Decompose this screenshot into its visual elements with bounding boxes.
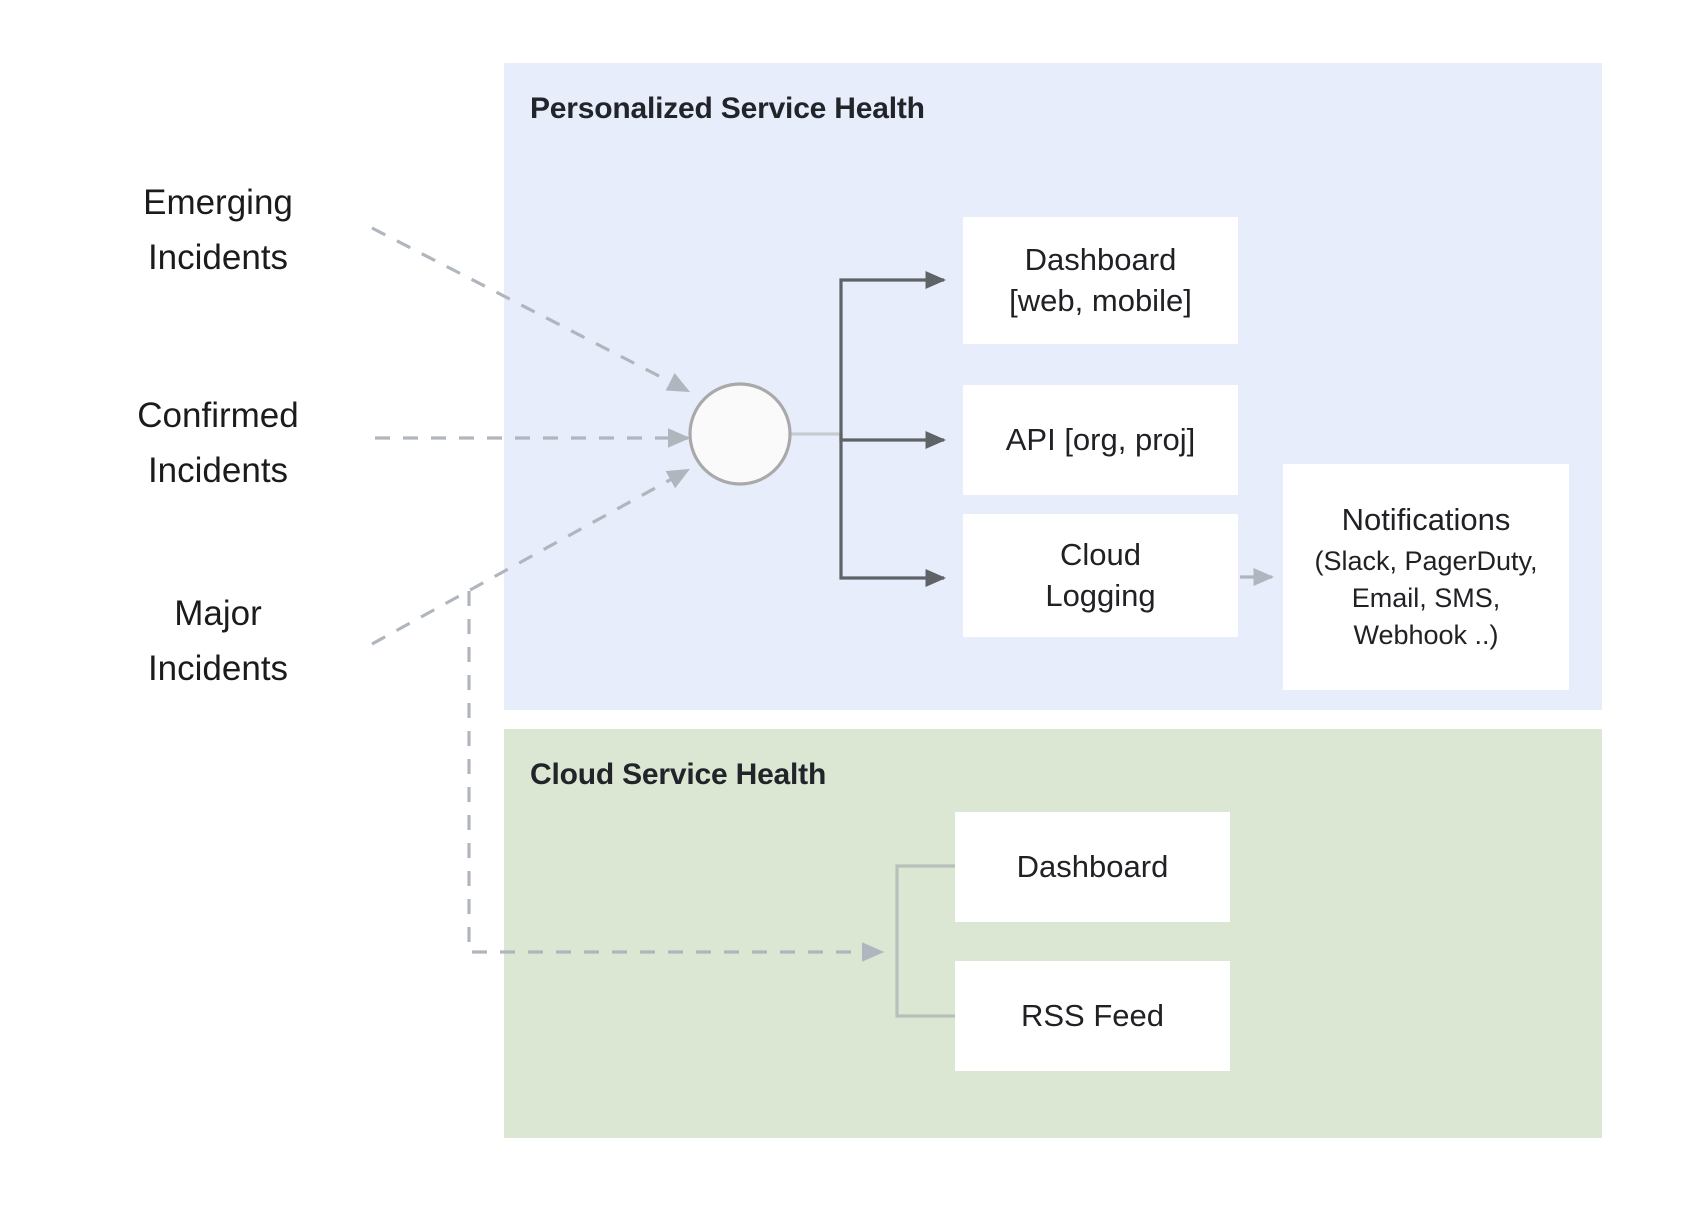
box-rss-feed[interactable]: RSS Feed [955, 961, 1230, 1071]
box-dashboard-web-mobile[interactable]: Dashboard [web, mobile] [963, 217, 1238, 344]
panel-title-personalized-service-health: Personalized Service Health [530, 92, 925, 125]
box-notifications[interactable]: Notifications (Slack, PagerDuty, Email, … [1283, 464, 1569, 690]
input-label-emerging-incidents: Emerging Incidents [143, 183, 293, 278]
input-label-confirmed-incidents: Confirmed Incidents [137, 396, 299, 491]
box-notifications-title: Notifications [1341, 501, 1511, 537]
panel-cloud-service-health: Cloud Service Health [504, 729, 1602, 1138]
panel-title-cloud-service-health: Cloud Service Health [530, 758, 827, 791]
box-cloud-logging[interactable]: Cloud Logging [963, 514, 1238, 637]
box-cloud-dashboard[interactable]: Dashboard [955, 812, 1230, 922]
box-api-org-proj[interactable]: API [org, proj] [963, 385, 1238, 495]
box-notifications-channels: (Slack, PagerDuty, Email, SMS, Webhook .… [1314, 545, 1538, 651]
input-label-major-incidents: Major Incidents [147, 594, 289, 689]
